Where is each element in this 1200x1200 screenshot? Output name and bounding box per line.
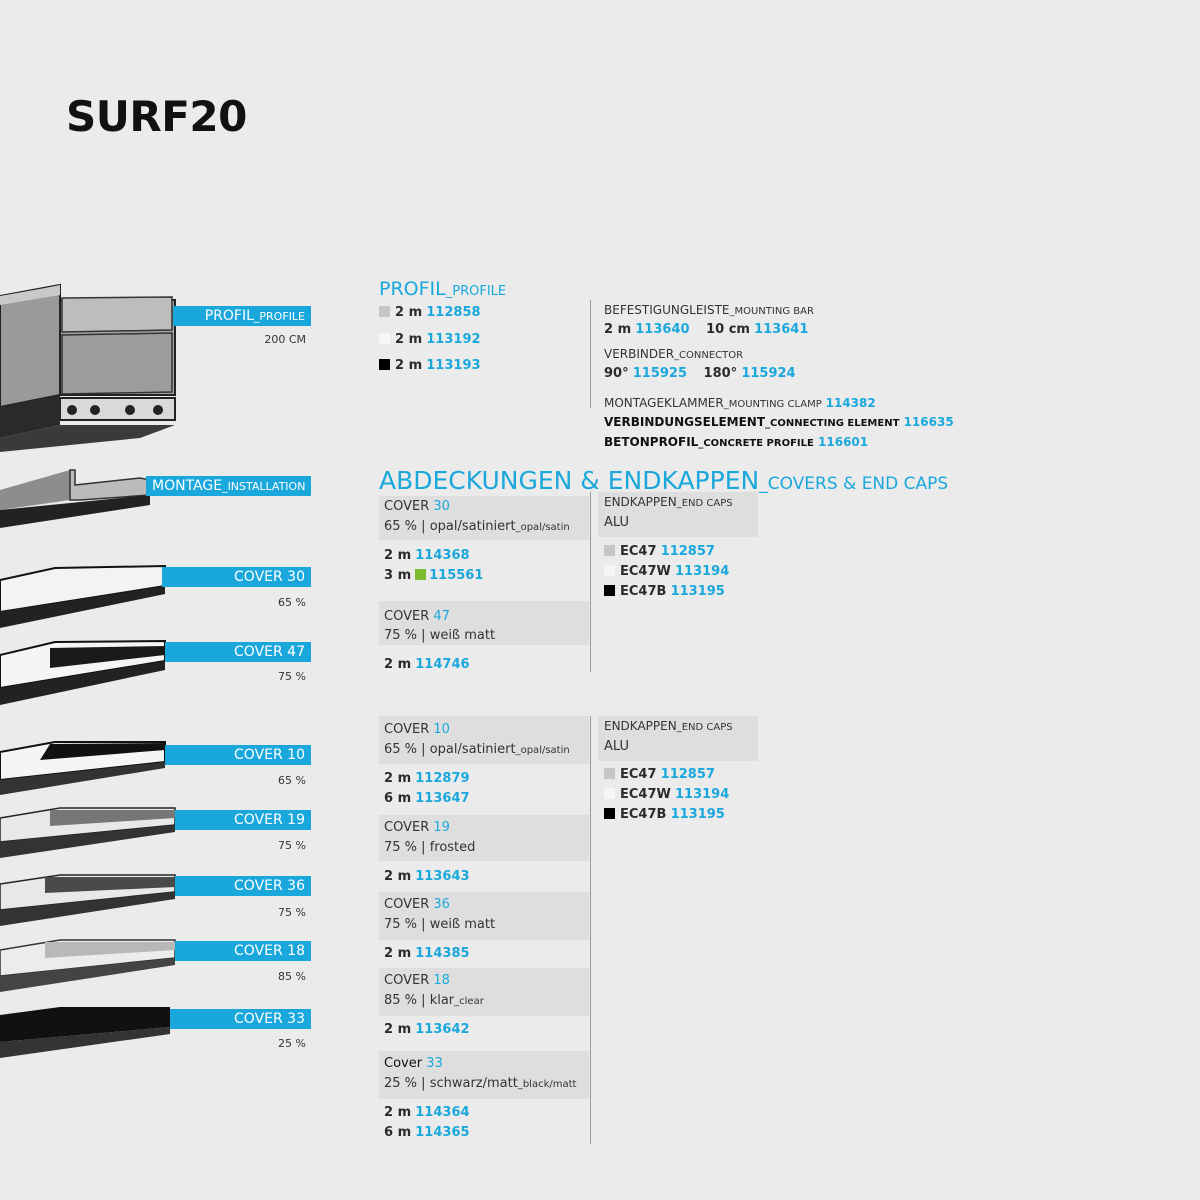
cover-19-pct: 75 %	[278, 839, 306, 852]
cover-33-tag: COVER 33	[170, 1009, 311, 1029]
concrete-profile-line: BETONPROFIL_CONCRETE PROFILE 116601	[604, 435, 869, 449]
endcaps-heading: ENDKAPPEN_END CAPS	[604, 495, 733, 509]
white-swatch	[604, 565, 615, 576]
cover-10-item: 6 m 113647	[384, 791, 470, 806]
profil-tag: PROFIL_PROFILE	[173, 306, 311, 326]
endcaps-panel	[598, 716, 758, 761]
white-swatch	[604, 788, 615, 799]
page-title: SURF20	[66, 92, 247, 141]
divider	[590, 300, 591, 408]
profil-item: 2 m 113192	[379, 332, 481, 347]
cover-33-panel	[379, 1051, 589, 1099]
covers-heading: ABDECKUNGEN & ENDKAPPEN_COVERS & END CAP…	[379, 466, 949, 495]
endcap-item: EC47 112857	[604, 544, 715, 559]
cover-30-item: 2 m 114368	[384, 548, 470, 563]
endcaps-material: ALU	[604, 515, 630, 530]
cover-19-panel	[379, 815, 589, 861]
connector-heading: VERBINDER_CONNECTOR	[604, 347, 744, 361]
cover-19-item: 2 m 113643	[384, 869, 470, 884]
montage-tag: MONTAGE_INSTALLATION	[146, 476, 311, 496]
cover-47-illustration	[0, 639, 166, 705]
cover-19-desc: 75 % | frosted	[384, 840, 476, 855]
grey-swatch	[604, 768, 615, 779]
cover-36-panel	[379, 892, 589, 940]
cover-36-pct: 75 %	[278, 906, 306, 919]
mounting-illustration	[0, 469, 151, 528]
grey-swatch	[379, 306, 390, 317]
cover-18-illustration	[0, 939, 176, 992]
cover-18-title: COVER 18	[384, 973, 450, 988]
cover-47-item: 2 m 114746	[384, 657, 470, 672]
endcaps-material: ALU	[604, 739, 630, 754]
cover-33-pct: 25 %	[278, 1037, 306, 1050]
endcaps-panel	[598, 492, 758, 537]
endcap-item: EC47W 113194	[604, 787, 729, 802]
cover-33-item: 2 m 114364	[384, 1105, 470, 1120]
cover-47-panel	[379, 601, 589, 645]
profil-length-note: 200 CM	[264, 333, 306, 346]
green-swatch	[415, 569, 427, 580]
cover-19-tag: COVER 19	[175, 810, 311, 830]
black-swatch	[604, 808, 615, 819]
endcap-item: EC47B 113195	[604, 584, 725, 599]
white-swatch	[379, 333, 390, 344]
cover-10-pct: 65 %	[278, 774, 306, 787]
cover-36-illustration	[0, 874, 176, 926]
grey-swatch	[604, 545, 615, 556]
cover-47-desc: 75 % | weiß matt	[384, 628, 496, 643]
cover-36-title: COVER 36	[384, 897, 450, 912]
cover-33-illustration	[0, 1007, 170, 1058]
endcap-item: EC47W 113194	[604, 564, 729, 579]
endcaps-heading: ENDKAPPEN_END CAPS	[604, 719, 733, 733]
cover-33-item: 6 m 114365	[384, 1125, 470, 1140]
cover-36-desc: 75 % | weiß matt	[384, 917, 496, 932]
clamp-line: MONTAGEKLAMMER_MOUNTING CLAMP 114382	[604, 396, 876, 410]
cover-30-tag: COVER 30	[162, 567, 311, 587]
cover-18-panel	[379, 968, 589, 1016]
cover-10-desc: 65 % | opal/satiniert_opal/satin	[384, 742, 570, 757]
connecting-element-line: VERBINDUNGSELEMENT_CONNECTING ELEMENT 11…	[604, 415, 954, 429]
cover-10-title: COVER 10	[384, 722, 450, 737]
cover-30-title: COVER 30	[384, 499, 450, 514]
cover-47-pct: 75 %	[278, 670, 306, 683]
cover-10-tag: COVER 10	[165, 745, 311, 765]
cover-18-tag: COVER 18	[175, 941, 311, 961]
black-swatch	[604, 585, 615, 596]
divider	[590, 492, 591, 672]
profil-item: 2 m 112858	[379, 305, 481, 320]
cover-10-panel	[379, 716, 589, 764]
cover-19-illustration	[0, 807, 176, 858]
profile-illustration	[0, 283, 176, 452]
black-swatch	[379, 359, 390, 370]
cover-18-item: 2 m 113642	[384, 1022, 470, 1037]
cover-30-panel	[379, 496, 589, 540]
product-illustrations	[0, 283, 176, 1058]
cover-33-title: Cover 33	[384, 1056, 443, 1071]
cover-33-desc: 25 % | schwarz/matt_black/matt	[384, 1076, 577, 1091]
profil-heading: PROFIL_PROFILE	[379, 278, 507, 300]
endcap-item: EC47 112857	[604, 767, 715, 782]
profil-item: 2 m 113193	[379, 358, 481, 373]
cover-36-tag: COVER 36	[175, 876, 311, 896]
cover-10-illustration	[0, 741, 166, 795]
cover-19-title: COVER 19	[384, 820, 450, 835]
divider	[590, 716, 591, 1144]
connector-items: 90° 115925 180° 115924	[604, 366, 796, 381]
mounting-bar-items: 2 m 113640 10 cm 113641	[604, 322, 809, 337]
cover-30-desc: 65 % | opal/satiniert_opal/satin	[384, 519, 570, 534]
cover-47-title: COVER 47	[384, 609, 450, 624]
cover-30-illustration	[0, 564, 166, 628]
cover-47-tag: COVER 47	[165, 642, 311, 662]
cover-18-pct: 85 %	[278, 970, 306, 983]
mounting-bar-heading: BEFESTIGUNGLEISTE_MOUNTING BAR	[604, 303, 814, 317]
cover-36-item: 2 m 114385	[384, 946, 470, 961]
cover-10-item: 2 m 112879	[384, 771, 470, 786]
cover-30-pct: 65 %	[278, 596, 306, 609]
endcap-item: EC47B 113195	[604, 807, 725, 822]
cover-18-desc: 85 % | klar_clear	[384, 993, 484, 1008]
